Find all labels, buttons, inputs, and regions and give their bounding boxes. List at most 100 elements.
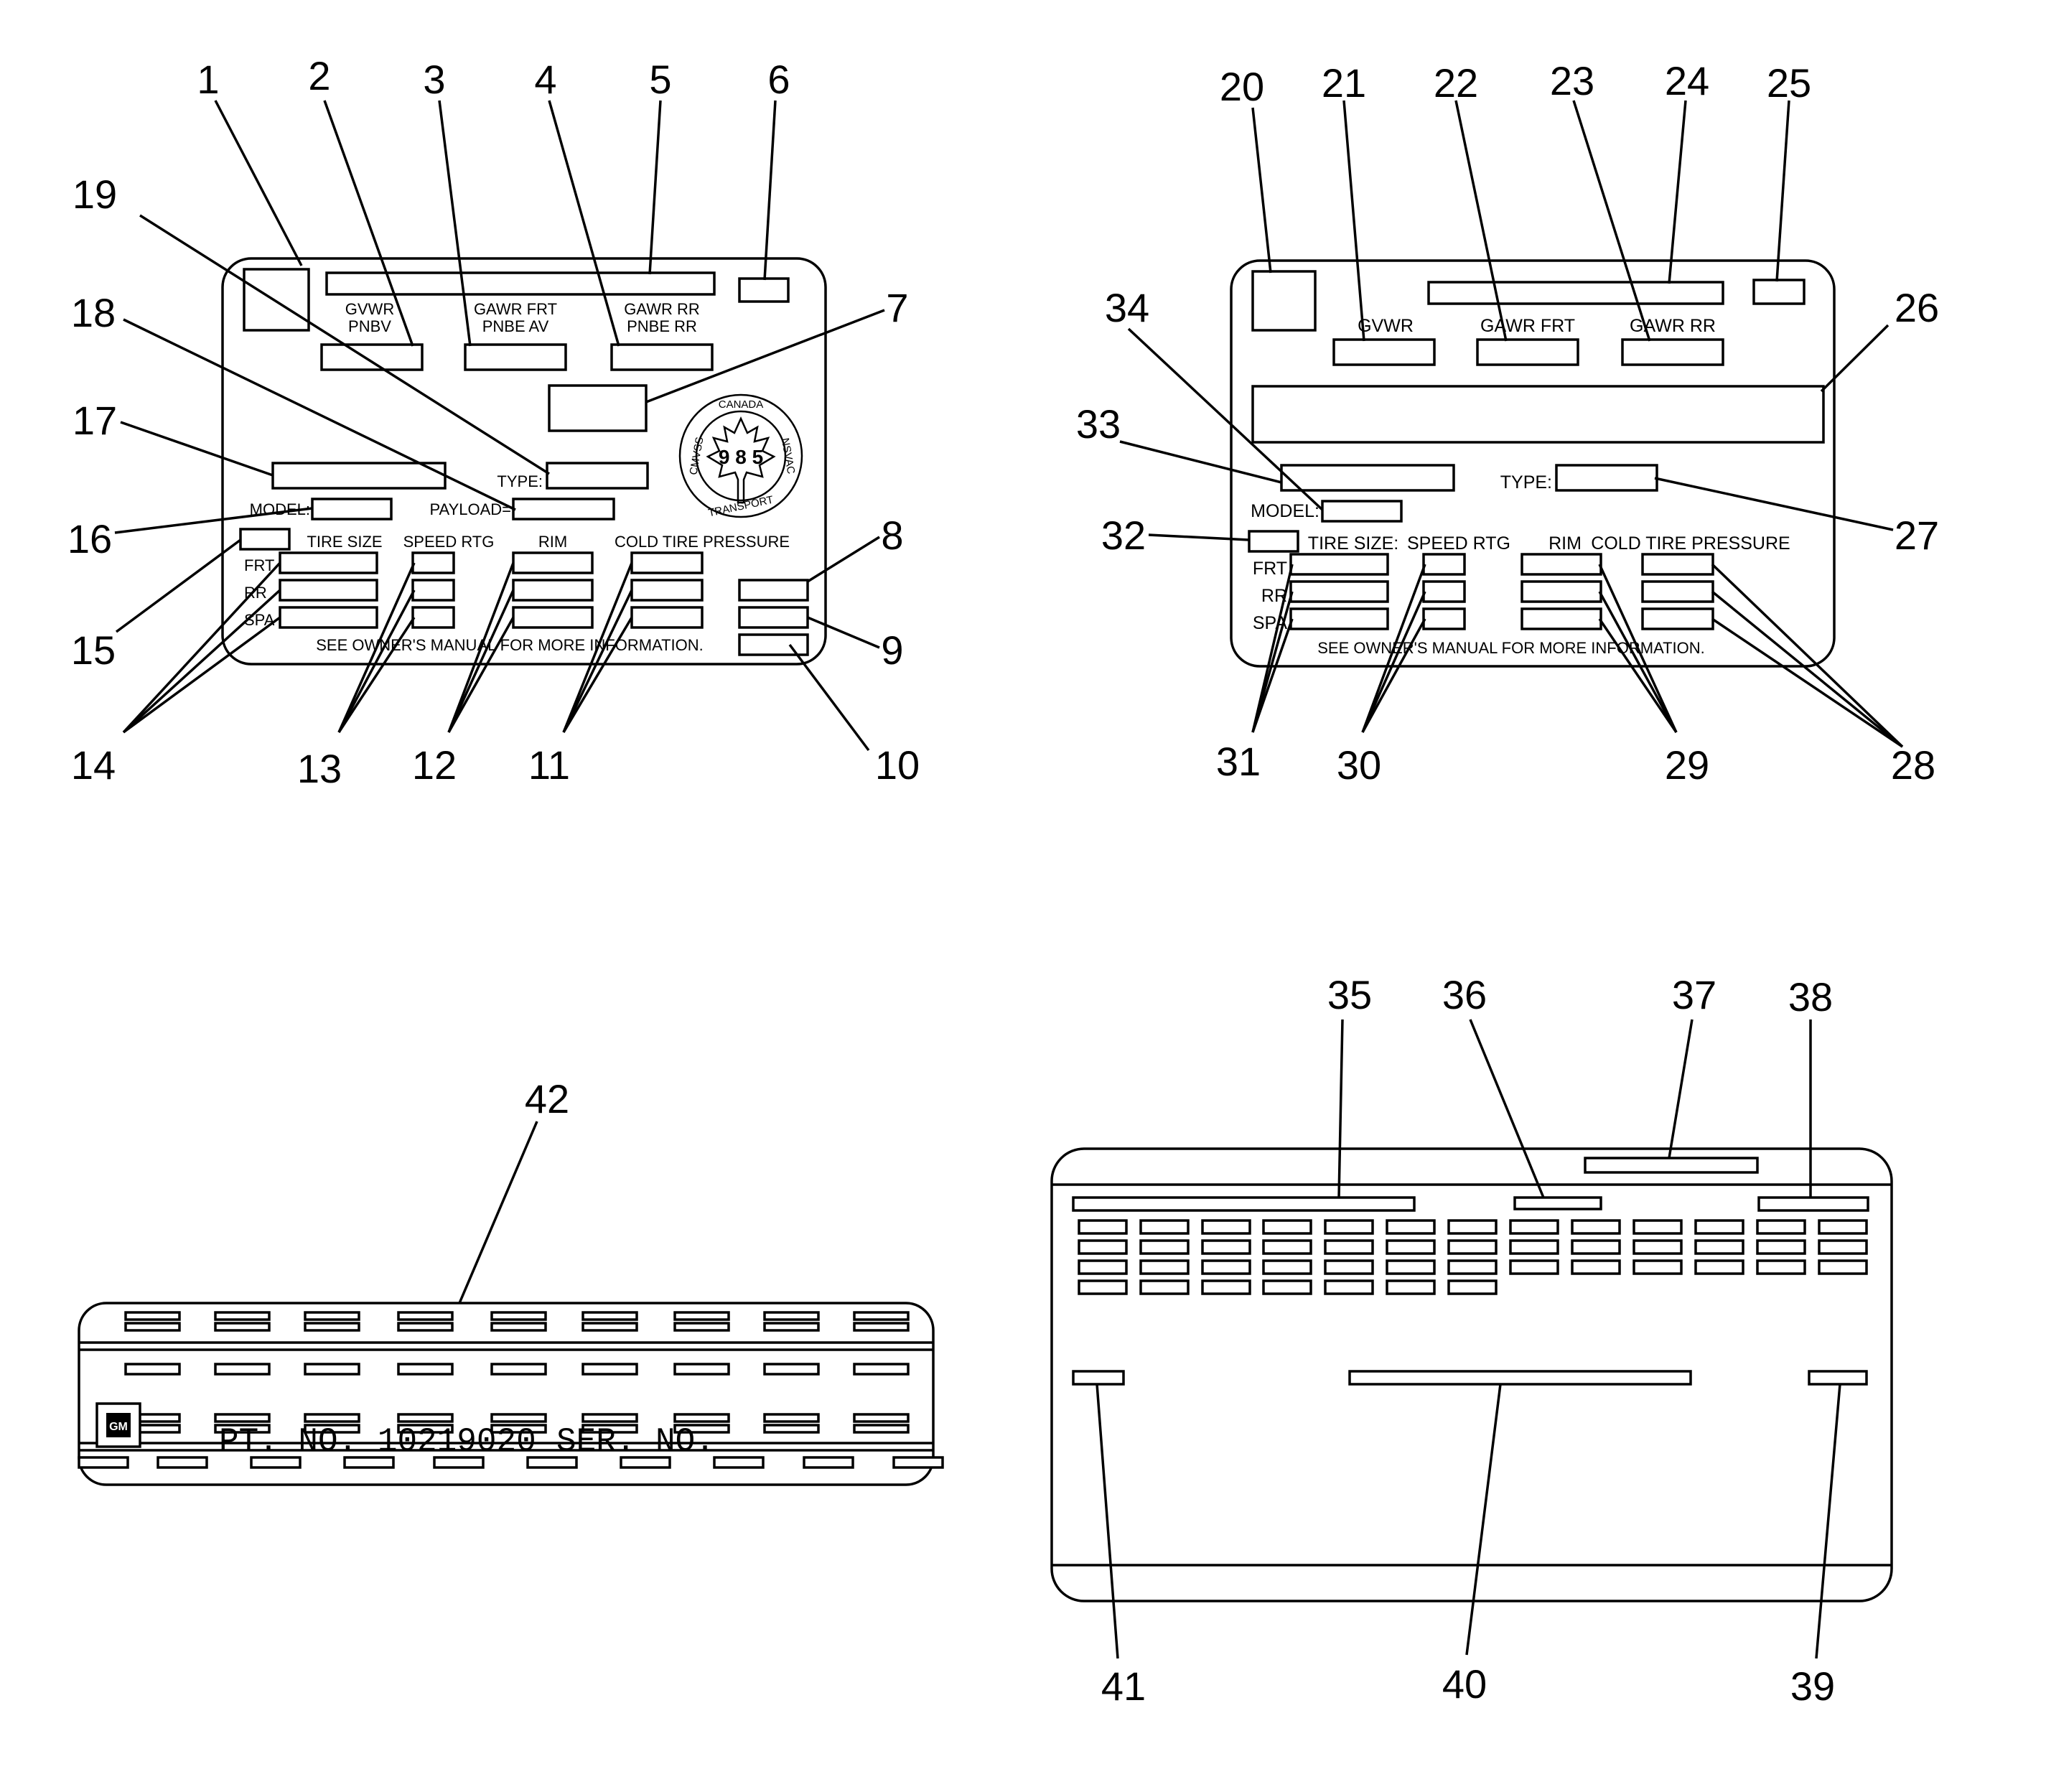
label-d-code-cell xyxy=(490,1311,547,1321)
label-c-mid-header-field xyxy=(1513,1196,1602,1210)
label-a-date-field xyxy=(738,277,790,303)
callout-38: 38 xyxy=(1788,974,1833,1019)
label-a-gvwr-field xyxy=(320,343,424,371)
gm-logo-text: GM xyxy=(109,1421,128,1433)
label-c-code-cell xyxy=(1694,1219,1744,1235)
label-c-code-cell xyxy=(1201,1259,1251,1275)
serial-number-text: SER. NO. xyxy=(556,1423,715,1460)
label-d-code-cell xyxy=(853,1424,910,1434)
label-d-code-cell xyxy=(214,1363,271,1376)
label-c-code-cell xyxy=(1818,1219,1868,1235)
label-c-code-cell xyxy=(1262,1279,1312,1295)
callout-27: 27 xyxy=(1895,513,1939,558)
label-c-code-cell xyxy=(1078,1219,1128,1235)
label-b-type-label: TYPE: xyxy=(1500,472,1552,493)
label-a-title-field xyxy=(325,271,716,296)
callout-9: 9 xyxy=(881,627,903,673)
label-b-speed-rtg-spa xyxy=(1422,607,1466,630)
callout-35: 35 xyxy=(1327,972,1372,1017)
label-b-gawr-rr-field xyxy=(1621,338,1724,366)
label-b-rim-header: RIM xyxy=(1548,533,1582,554)
label-c-title-field xyxy=(1584,1157,1759,1174)
label-c-code-grid xyxy=(1078,1219,1868,1295)
label-d-code-cell xyxy=(581,1311,638,1321)
label-d-code-cell xyxy=(397,1311,454,1321)
label-d-code-cell xyxy=(214,1413,271,1423)
label-a-type-field xyxy=(546,462,649,490)
label-d-code-cell xyxy=(250,1456,302,1469)
label-b-type-field xyxy=(1555,464,1658,492)
label-d-code-cell xyxy=(763,1424,820,1434)
callout-32: 32 xyxy=(1101,513,1146,558)
callout-30: 30 xyxy=(1337,742,1381,788)
label-a-pressure-frt xyxy=(630,551,704,574)
label-d-code-cell xyxy=(490,1322,547,1332)
label-d-code-cell xyxy=(304,1322,360,1332)
callout-12: 12 xyxy=(412,742,457,788)
callout-21: 21 xyxy=(1322,60,1366,106)
label-d-code-cell xyxy=(853,1413,910,1423)
label-c-code-cell xyxy=(1447,1279,1498,1295)
label-b-logo-box xyxy=(1251,270,1317,332)
callout-34: 34 xyxy=(1105,285,1149,330)
label-a-tire-size-header: TIRE SIZE xyxy=(307,533,382,551)
callout-numbers: 1 2 3 4 5 6 7 8 9 10 11 12 13 14 15 16 1… xyxy=(67,53,1939,1709)
label-d-code-cell xyxy=(124,1311,181,1321)
label-d-code-cell xyxy=(304,1413,360,1423)
label-d-code-cell xyxy=(490,1424,547,1434)
callout-24: 24 xyxy=(1665,58,1709,103)
label-c-code-cell xyxy=(1262,1259,1312,1275)
label-c-code-cell xyxy=(1324,1259,1374,1275)
label-b: GVWR GAWR FRT GAWR RR TYPE: MODEL: TIRE … xyxy=(1230,259,1836,668)
label-a-pnbv-label: PNBV xyxy=(348,317,391,335)
label-b-gawr-frt-field xyxy=(1476,338,1579,366)
label-d-code-cell xyxy=(581,1424,638,1434)
label-a-gawr-frt-label: GAWR FRT xyxy=(474,300,557,318)
label-c-code-cell xyxy=(1078,1279,1128,1295)
callout-26: 26 xyxy=(1895,285,1939,330)
label-a-speed-rtg-rr xyxy=(411,579,455,602)
label-a-vin-field xyxy=(271,462,447,490)
leader-lines xyxy=(114,100,1904,1659)
label-d-code-grid xyxy=(78,1311,944,1469)
label-a-rim-header: RIM xyxy=(538,533,567,551)
callout-23: 23 xyxy=(1550,58,1594,103)
label-d-code-cell xyxy=(433,1456,485,1469)
label-c-code-cell xyxy=(1262,1219,1312,1235)
label-d-code-cell xyxy=(581,1363,638,1376)
callout-37: 37 xyxy=(1672,972,1716,1017)
label-c-code-cell xyxy=(1756,1219,1806,1235)
label-d-code-cell xyxy=(853,1363,910,1376)
label-c-code-cell xyxy=(1386,1239,1436,1255)
label-b-gvwr-label: GVWR xyxy=(1358,316,1414,336)
label-c-code-cell xyxy=(1694,1259,1744,1275)
label-a-tire-size-frt xyxy=(279,551,378,574)
label-a-rim-rr xyxy=(512,579,594,602)
callout-10: 10 xyxy=(875,742,920,788)
label-d-code-cell xyxy=(763,1413,820,1423)
label-c-code-cell xyxy=(1632,1219,1683,1235)
label-c-right-code-field xyxy=(1808,1370,1868,1386)
label-b-cold-tire-pressure-header: COLD TIRE PRESSURE xyxy=(1591,533,1790,554)
label-d-code-cell xyxy=(304,1363,360,1376)
label-a-pressure-rr xyxy=(630,579,704,602)
label-c-code-cell xyxy=(1078,1259,1128,1275)
label-a-tire-size-rr xyxy=(279,579,378,602)
label-b-model-field xyxy=(1321,500,1403,523)
canada-seal-top-text: CANADA xyxy=(719,398,764,411)
callout-29: 29 xyxy=(1665,742,1709,788)
canada-seal-number: 9 8 5 xyxy=(719,446,763,468)
label-a-logo-box xyxy=(243,268,310,332)
callout-20: 20 xyxy=(1220,64,1264,109)
label-c-code-cell xyxy=(1447,1239,1498,1255)
label-c-code-cell xyxy=(1447,1219,1498,1235)
label-d-code-cell xyxy=(892,1456,944,1469)
label-d: GM PT. NO. 10219020 SER. NO. xyxy=(78,1302,944,1486)
label-d-code-cell xyxy=(673,1322,730,1332)
label-b-pressure-spa xyxy=(1641,607,1714,630)
label-d-code-cell xyxy=(620,1456,671,1469)
label-c-left-code-field xyxy=(1072,1370,1125,1386)
label-c-code-cell xyxy=(1139,1279,1190,1295)
label-a-pressure-unit-rr xyxy=(738,606,809,629)
label-c-right-header-field xyxy=(1757,1196,1869,1212)
